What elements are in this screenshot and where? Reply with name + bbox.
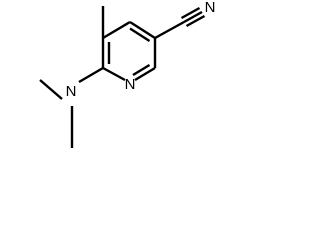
bond-ring-top-right <box>129 20 156 40</box>
molecule-drawing: N N N <box>39 0 216 148</box>
bond-nitrile-triple-1 <box>183 10 203 24</box>
bond-amine-left-methyl <box>39 79 63 100</box>
bond-ring-right-lower-double <box>132 63 151 77</box>
bond-ring-top-left <box>102 20 131 40</box>
bond-to-nitrile-carbon <box>154 20 185 40</box>
ring-nitrogen-label: N <box>125 76 136 93</box>
bond-nitrile-triple-2 <box>180 6 201 20</box>
bond-ring-bottom-left <box>102 66 126 82</box>
structure-diagram: N N N <box>0 0 220 152</box>
amine-nitrogen-label: N <box>66 83 77 100</box>
nitrile-nitrogen-label: N <box>205 0 216 16</box>
bond-ring-right-lower <box>134 66 156 82</box>
bond-nitrile-triple-3 <box>185 14 206 28</box>
bond-ring-top-right-double <box>129 27 151 43</box>
bond-ring-to-amine <box>78 66 104 84</box>
